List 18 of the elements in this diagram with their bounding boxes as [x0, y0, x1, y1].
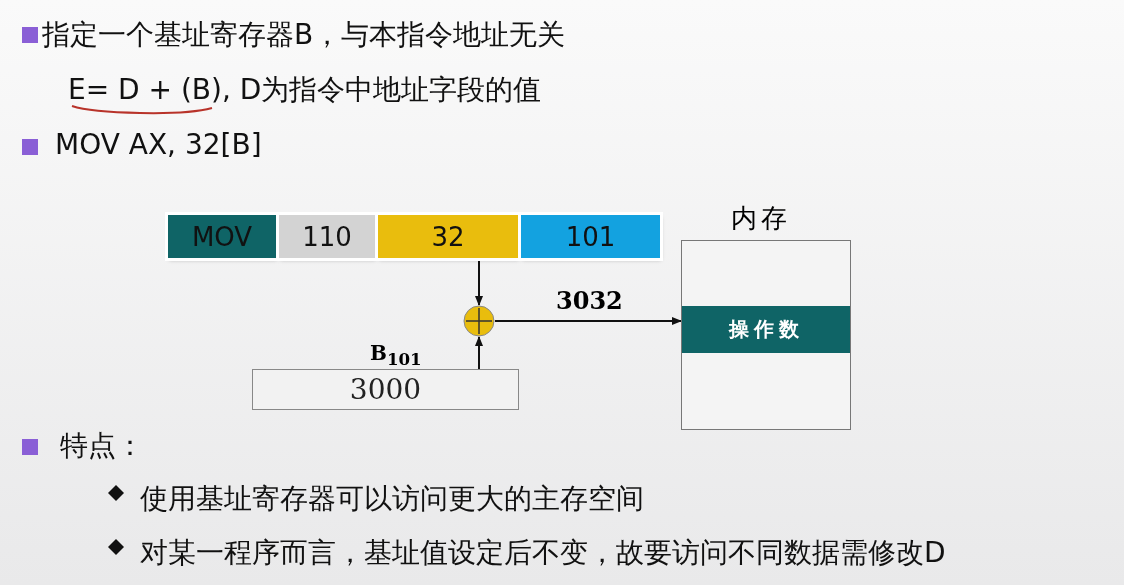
bullet-text: 特点： — [60, 428, 144, 464]
register-box: 3000 — [252, 369, 519, 410]
arrow — [475, 336, 483, 370]
bullet-text: MOV AX, 32[B] — [55, 128, 262, 161]
edge-label: 3032 — [556, 287, 623, 315]
instruction-field: 110 — [279, 215, 375, 258]
bullet-text: 使用基址寄存器可以访问更大的主存空间 — [140, 481, 644, 517]
formula-text: E= D + (B), D为指令中地址字段的值 — [68, 72, 542, 108]
instruction-field: 32 — [378, 215, 518, 258]
operand-band: 操作数 — [682, 306, 850, 353]
arrow — [494, 317, 682, 325]
memory-label: 内存 — [731, 202, 791, 235]
instruction-field: MOV — [168, 215, 276, 258]
bullet-text: 指定一个基址寄存器B，与本指令地址无关 — [42, 17, 566, 53]
register-label: B$_{101}$ — [370, 340, 422, 371]
bullet-text: 对某一程序而言，基址值设定后不变，故要访问不同数据需修改D — [140, 535, 946, 571]
instruction-field: 101 — [521, 215, 660, 258]
adder-icon — [463, 305, 495, 337]
